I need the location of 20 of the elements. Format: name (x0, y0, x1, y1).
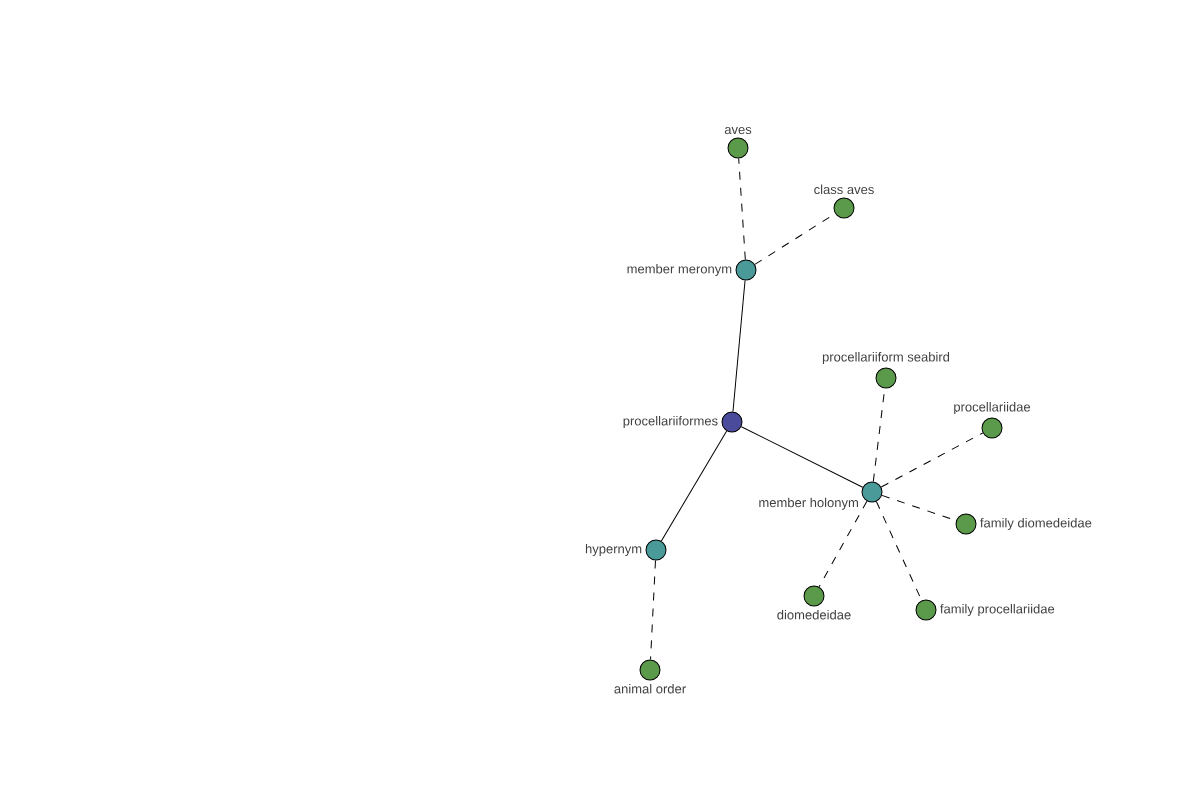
connector-line (738, 158, 746, 261)
graph-node (954, 402, 1031, 439)
connector-line (660, 430, 728, 542)
graph-node (955, 513, 1092, 535)
graph-node (724, 127, 752, 159)
graph-node (759, 481, 883, 510)
graph-node (915, 599, 1055, 621)
connector-line (875, 501, 923, 601)
connector-line (818, 500, 868, 588)
connector-line (740, 426, 864, 488)
connector-line (650, 560, 656, 660)
graph-node (777, 585, 851, 620)
graph-node (814, 184, 874, 219)
connector-line (732, 279, 746, 413)
connector-line (880, 432, 984, 488)
graph-node (627, 259, 757, 281)
graph-node (822, 352, 950, 389)
graph-node (623, 411, 743, 433)
graph-node (585, 539, 667, 561)
graph-node (614, 659, 686, 694)
